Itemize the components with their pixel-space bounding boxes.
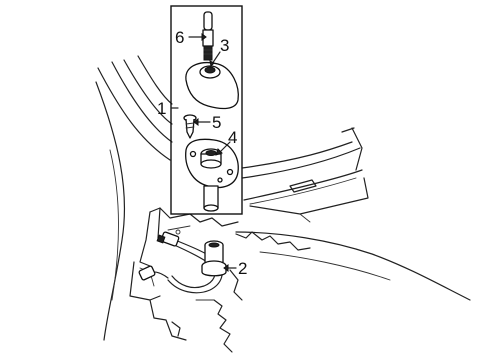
callout-4: 4 <box>228 128 237 147</box>
callout-3: 3 <box>220 36 229 55</box>
antenna-mast-part <box>202 11 214 61</box>
mounting-bracket-panel <box>129 207 239 341</box>
leader-lines <box>171 33 237 272</box>
callout-5: 5 <box>212 113 221 132</box>
antenna-base-assembly-part <box>185 138 239 212</box>
callout-1: 1 <box>157 99 166 118</box>
antenna-base-cap-part <box>185 61 239 110</box>
callout-2: 2 <box>238 259 247 278</box>
vehicle-body-outline <box>95 55 471 353</box>
callout-6: 6 <box>175 28 184 47</box>
screw-part <box>183 114 197 139</box>
antenna-cable <box>138 231 223 294</box>
cable-grommet-part <box>201 240 227 277</box>
assembly-outline-box <box>170 5 243 215</box>
